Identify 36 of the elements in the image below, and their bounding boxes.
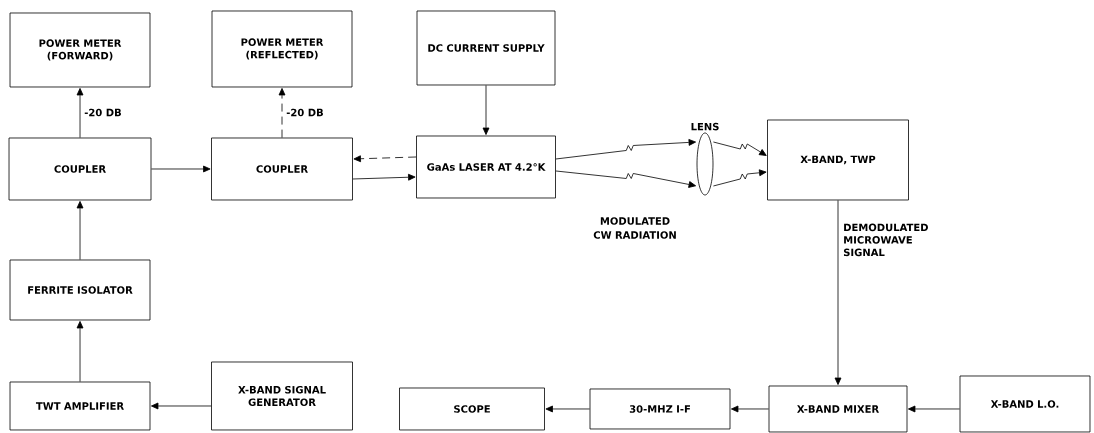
block-box: POWER METER (FORWARD) xyxy=(9,12,151,88)
arrow xyxy=(352,173,416,181)
block-box: FERRITE ISOLATOR xyxy=(9,259,151,321)
edge-label: -20 DB xyxy=(84,108,121,117)
arrow xyxy=(731,405,769,413)
arrow xyxy=(278,88,286,138)
arrow xyxy=(151,402,212,410)
block-box: 30-MHZ I-F xyxy=(589,388,731,430)
arrow xyxy=(834,200,842,385)
arrow xyxy=(713,169,767,187)
block-box: GaAs LASER AT 4.2°K xyxy=(416,135,556,199)
block-box: X-BAND MIXER xyxy=(768,385,908,433)
arrow xyxy=(555,139,696,160)
arrow xyxy=(76,201,84,260)
arrow xyxy=(908,405,960,413)
arrow xyxy=(76,88,84,138)
block-box: X-BAND L.O. xyxy=(959,375,1091,433)
block-box: SCOPE xyxy=(399,387,545,431)
arrow xyxy=(545,405,590,413)
block-box: COUPLER xyxy=(8,137,152,201)
arrow xyxy=(713,141,767,156)
block-box: X-BAND SIGNAL GENERATOR xyxy=(211,361,353,431)
block-box: POWER METER (REFLECTED) xyxy=(211,10,353,88)
radiation-label: MODULATED CW RADIATION xyxy=(593,217,676,239)
block-box: DC CURRENT SUPPLY xyxy=(416,10,556,86)
edge-label: DEMODULATED MICROWAVE SIGNAL xyxy=(843,223,928,257)
arrow xyxy=(482,85,490,135)
arrow xyxy=(353,155,417,163)
arrow xyxy=(76,321,84,382)
lens-label: LENS xyxy=(691,122,719,131)
block-box: COUPLER xyxy=(211,137,353,201)
edge-label: -20 DB xyxy=(286,108,323,117)
block-box: TWT AMPLIFIER xyxy=(9,381,151,431)
arrow xyxy=(151,165,211,173)
arrow xyxy=(555,170,697,188)
block-box: X-BAND, TWP xyxy=(767,119,909,201)
